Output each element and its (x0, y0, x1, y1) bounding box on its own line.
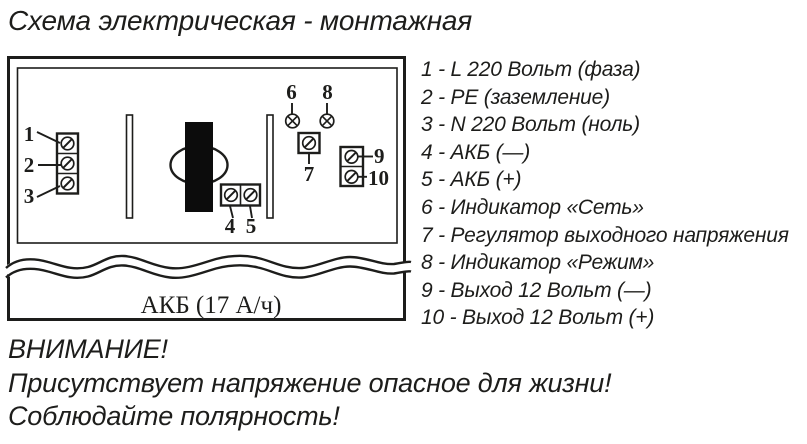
output-terminal-block (339, 145, 365, 188)
marker-5: 5 (246, 214, 257, 238)
page-title: Схема электрическая - монтажная (8, 5, 473, 36)
marker-4: 4 (225, 214, 236, 238)
battery-terminal-block (219, 183, 262, 207)
leader-line-5 (249, 205, 253, 219)
screw-terminal (60, 176, 75, 191)
marker-7: 7 (304, 162, 315, 186)
legend-item-8: 8 - Индикатор «Режим» (421, 251, 655, 275)
warning-polarity: Соблюдайте полярность! (8, 401, 340, 431)
legend-item-6: 6 - Индикатор «Сеть» (421, 195, 644, 219)
screw-terminal (60, 136, 75, 151)
warning-voltage: Присутствует напряжение опасное для жизн… (8, 367, 612, 398)
marker-10: 10 (368, 166, 389, 190)
legend-item-4: 4 - АКБ (—) (421, 140, 531, 164)
legend: 1 - L 220 Вольт (фаза) 2 - PE (заземлени… (421, 56, 789, 332)
screw-terminal (243, 187, 258, 203)
marker-9: 9 (374, 144, 385, 168)
screw-terminal (223, 187, 239, 203)
voltage-regulator (297, 131, 321, 155)
warning-attention: ВНИМАНИЕ! (8, 334, 168, 364)
legend-item-2: 2 - PE (заземление) (421, 85, 610, 109)
power-indicator-lamp (284, 113, 301, 129)
insulator-plate-right (266, 114, 274, 219)
leader-line-1 (36, 131, 61, 144)
mode-indicator-lamp (319, 113, 335, 129)
warning-block: ВНИМАНИЕ! Присутствует напряжение опасно… (8, 333, 612, 434)
marker-1: 1 (24, 122, 35, 146)
battery-compartment-label: АКБ (17 А/ч) (141, 292, 282, 319)
legend-item-1: 1 - L 220 Вольт (фаза) (421, 58, 641, 81)
marker-2: 2 (24, 153, 35, 177)
leader-line-3 (36, 185, 61, 198)
leader-line-4 (229, 205, 234, 219)
marker-6: 6 (286, 80, 297, 104)
screw-terminal (60, 156, 75, 171)
break-wave-lines (2, 254, 413, 280)
transformer-core (185, 122, 213, 212)
legend-item-9: 9 - Выход 12 Вольт (—) (421, 278, 652, 302)
legend-item-7: 7 - Регулятор выходного напряжения (421, 223, 789, 247)
wiring-diagram: 1 2 3 4 5 (2, 56, 413, 321)
insulator-plate-left (125, 114, 134, 219)
legend-item-10: 10 - Выход 12 Вольт (+) (421, 306, 655, 330)
input-terminal-block (55, 132, 80, 195)
legend-item-3: 3 - N 220 Вольт (ноль) (421, 113, 640, 137)
legend-item-5: 5 - АКБ (+) (421, 168, 522, 192)
marker-3: 3 (24, 184, 35, 208)
marker-8: 8 (322, 80, 333, 104)
